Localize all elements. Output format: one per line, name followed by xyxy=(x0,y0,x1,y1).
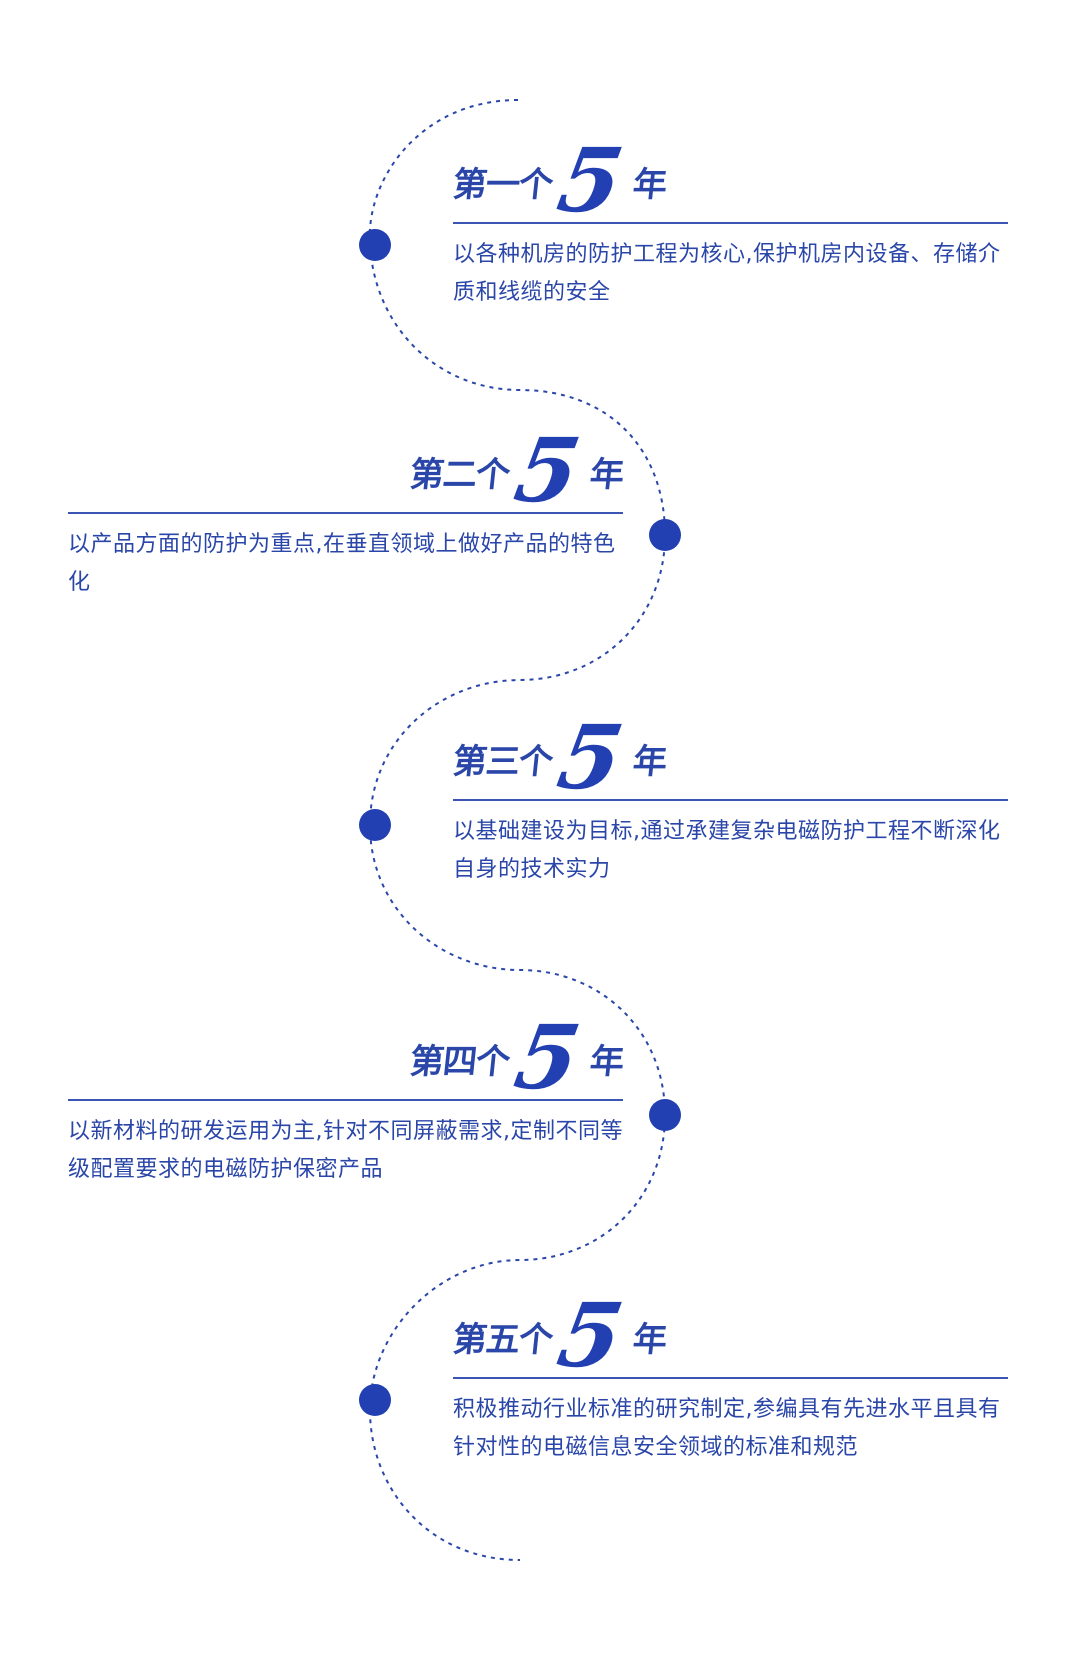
stage-description: 以各种机房的防护工程为核心,保护机房内设备、存储介质和线缆的安全 xyxy=(453,242,1001,305)
heading-number: 5 xyxy=(507,1005,588,1109)
timeline-node-1 xyxy=(359,229,391,261)
heading-suffix: 年 xyxy=(631,1320,669,1360)
stage-heading: 第三个 5 年 xyxy=(450,705,1008,809)
stage-5: 第五个 5 年 积极推动行业标准的研究制定,参编具有先进水平且具有针对性的电磁信… xyxy=(450,1283,1008,1467)
heading-suffix: 年 xyxy=(587,455,626,495)
heading-prefix: 第四个 xyxy=(407,1042,511,1082)
timeline-node-3 xyxy=(359,809,391,841)
stage-3: 第三个 5 年 以基础建设为目标,通过承建复杂电磁防护工程不断深化自身的技术实力 xyxy=(450,705,1008,889)
heading-suffix: 年 xyxy=(587,1042,626,1082)
stage-heading: 第二个 5 年 xyxy=(68,418,626,522)
stage-2: 第二个 5 年 以产品方面的防护为重点,在垂直领域上做好产品的特色化 xyxy=(68,418,626,602)
timeline-node-5 xyxy=(359,1384,391,1416)
timeline-node-2 xyxy=(649,519,681,551)
heading-suffix: 年 xyxy=(631,742,669,782)
stage-1: 第一个 5 年 以各种机房的防护工程为核心,保护机房内设备、存储介质和线缆的安全 xyxy=(450,128,1008,312)
heading-prefix: 第五个 xyxy=(450,1320,555,1360)
stage-divider xyxy=(68,1099,623,1101)
stage-heading: 第四个 5 年 xyxy=(68,1005,626,1109)
heading-prefix: 第二个 xyxy=(407,455,511,495)
stage-divider xyxy=(453,799,1008,801)
stage-heading: 第五个 5 年 xyxy=(450,1283,1008,1387)
stage-4: 第四个 5 年 以新材料的研发运用为主,针对不同屏蔽需求,定制不同等级配置要求的… xyxy=(68,1005,626,1189)
heading-number: 5 xyxy=(550,128,631,232)
stage-description: 以产品方面的防护为重点,在垂直领域上做好产品的特色化 xyxy=(68,532,616,595)
stage-description: 以新材料的研发运用为主,针对不同屏蔽需求,定制不同等级配置要求的电磁防护保密产品 xyxy=(68,1119,623,1182)
stage-heading: 第一个 5 年 xyxy=(450,128,1008,232)
heading-number: 5 xyxy=(507,418,588,522)
heading-prefix: 第三个 xyxy=(450,742,555,782)
heading-prefix: 第一个 xyxy=(450,165,555,205)
stage-divider xyxy=(453,222,1008,224)
heading-suffix: 年 xyxy=(631,165,669,205)
stage-divider xyxy=(453,1377,1008,1379)
timeline-node-4 xyxy=(649,1099,681,1131)
stage-description: 积极推动行业标准的研究制定,参编具有先进水平且具有针对性的电磁信息安全领域的标准… xyxy=(453,1397,1001,1460)
stage-description: 以基础建设为目标,通过承建复杂电磁防护工程不断深化自身的技术实力 xyxy=(453,819,1001,882)
heading-number: 5 xyxy=(550,705,631,809)
stage-divider xyxy=(68,512,623,514)
heading-number: 5 xyxy=(550,1283,631,1387)
